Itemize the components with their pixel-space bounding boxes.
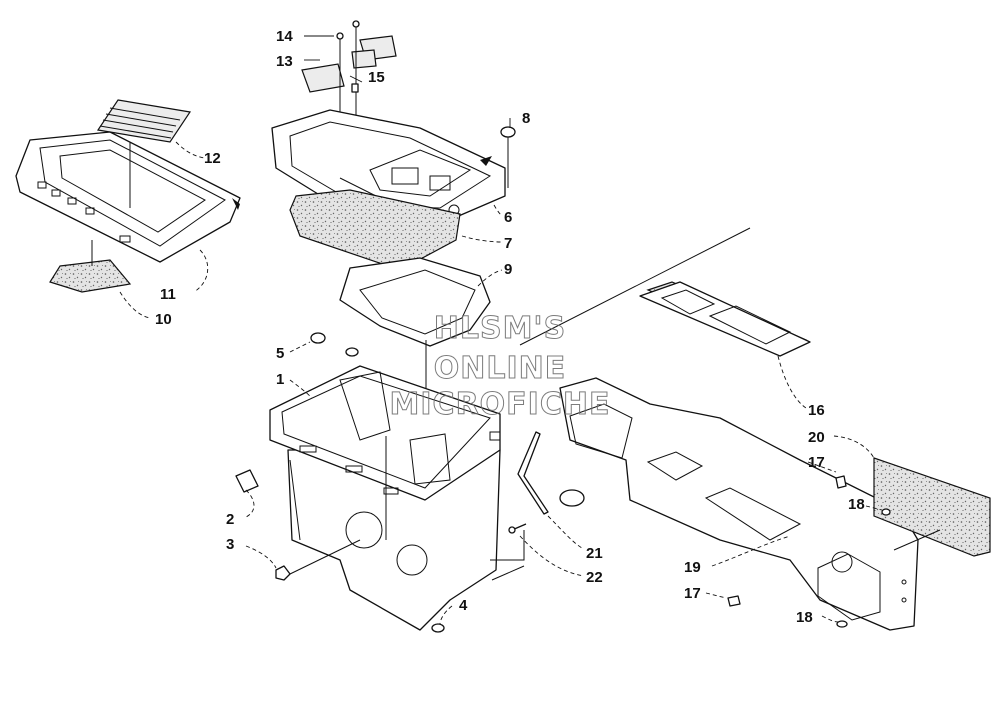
part-10-foam-pad xyxy=(49,240,132,293)
callout-2: 2 xyxy=(226,511,234,528)
part-15-clip xyxy=(351,83,359,93)
callout-11: 11 xyxy=(160,286,176,303)
watermark-line-2: ONLINE xyxy=(434,351,567,386)
part-2-clip xyxy=(235,469,259,493)
part-18-nut-upper xyxy=(881,508,891,516)
part-7-foam-base xyxy=(289,189,461,271)
part-21-rod xyxy=(517,431,585,515)
callout-20: 20 xyxy=(808,429,825,446)
callout-19: 19 xyxy=(684,559,701,576)
part-3-nut xyxy=(275,539,361,581)
callout-7: 7 xyxy=(504,235,512,252)
part-9-cover xyxy=(339,257,491,440)
callout-3: 3 xyxy=(226,536,234,553)
callout-9: 9 xyxy=(504,261,512,278)
callout-12: 12 xyxy=(204,150,221,167)
part-1-console-housing xyxy=(269,365,501,631)
callout-labels: 14 13 15 8 12 6 7 9 11 10 5 1 2 3 4 21 2… xyxy=(155,28,865,626)
watermark: HLSM'S ONLINE MICROFICHE xyxy=(389,311,611,423)
callout-4: 4 xyxy=(459,597,468,614)
part-18-nut-lower xyxy=(836,620,848,628)
callout-13: 13 xyxy=(276,53,293,70)
part-22-screw xyxy=(490,523,527,581)
part-4-grommet xyxy=(431,623,445,633)
part-19-center-console xyxy=(559,377,919,631)
callout-16: 16 xyxy=(808,402,825,419)
callout-21: 21 xyxy=(586,545,603,562)
callout-1: 1 xyxy=(276,371,284,388)
callout-18-upper: 18 xyxy=(848,496,865,513)
leader-lines xyxy=(119,35,883,625)
callout-8: 8 xyxy=(522,110,530,127)
callout-17-upper: 17 xyxy=(808,454,825,471)
part-16-trim-frame xyxy=(639,281,811,357)
watermark-line-3: MICROFICHE xyxy=(390,387,611,422)
callout-17-lower: 17 xyxy=(684,585,701,602)
callout-22: 22 xyxy=(586,569,603,586)
part-11-bezel xyxy=(15,131,241,263)
part-8-knob xyxy=(500,126,516,188)
callout-5: 5 xyxy=(276,345,284,362)
part-17-screw-upper xyxy=(835,475,847,489)
callout-10: 10 xyxy=(155,311,172,328)
part-5-rivet xyxy=(310,332,359,357)
callout-14: 14 xyxy=(276,28,293,45)
part-17-screw-lower xyxy=(727,595,741,607)
part-20-foam-block xyxy=(873,457,991,557)
part-13-blocks xyxy=(301,35,397,93)
callout-18-lower: 18 xyxy=(796,609,813,626)
callout-15: 15 xyxy=(368,69,385,86)
callout-6: 6 xyxy=(504,209,512,226)
part-12-grille xyxy=(96,99,192,143)
assembly-line xyxy=(519,227,751,346)
watermark-line-1: HLSM'S xyxy=(434,311,566,346)
